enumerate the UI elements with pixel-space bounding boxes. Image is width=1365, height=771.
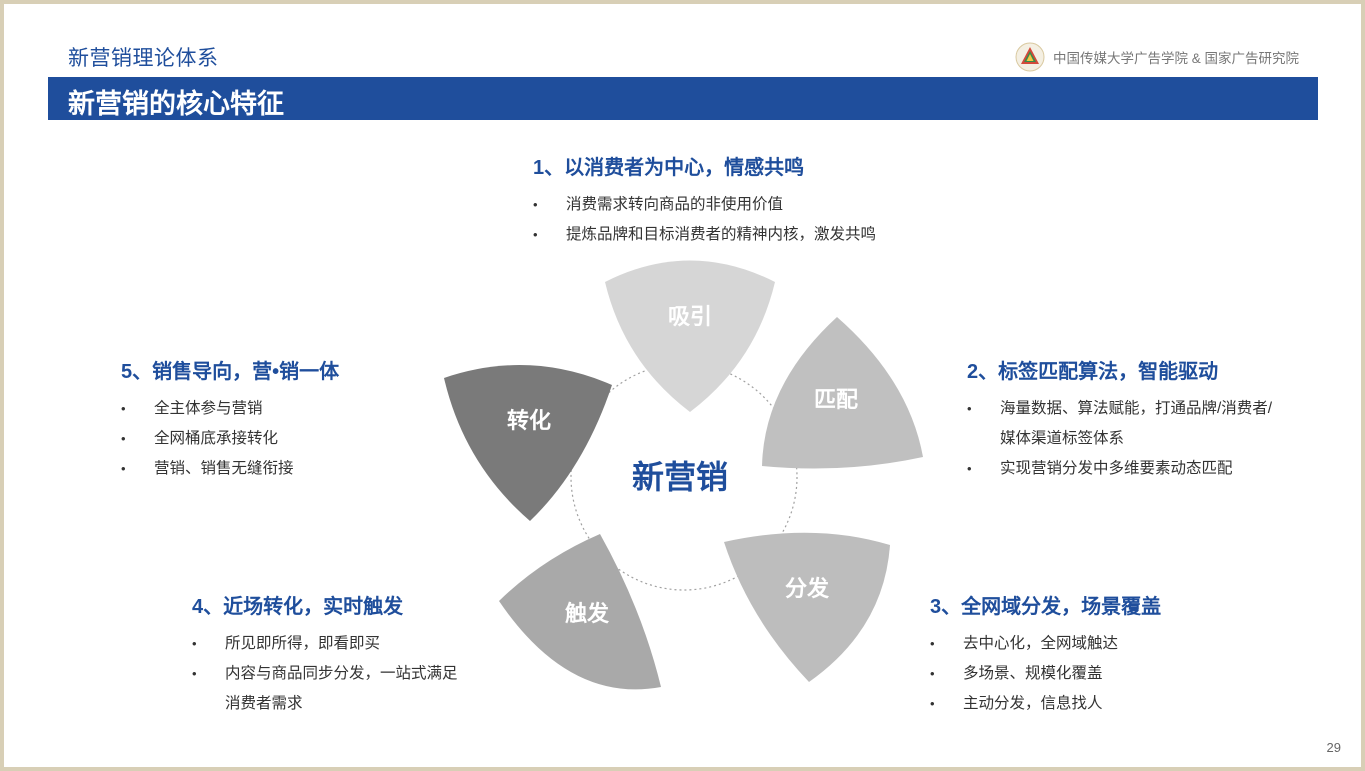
petal-convert bbox=[444, 365, 612, 521]
university-logo-icon bbox=[1015, 42, 1045, 72]
list-item: 营销、销售无缝衔接 bbox=[121, 454, 339, 484]
section-5: 5、销售导向，营•销一体 全主体参与营销 全网桶底承接转化 营销、销售无缝衔接 bbox=[121, 355, 339, 484]
list-item: 消费需求转向商品的非使用价值 bbox=[533, 190, 876, 220]
slide: 新营销理论体系 中国传媒大学广告学院 & 国家广告研究院 新营销的核心特征 吸引… bbox=[4, 4, 1361, 767]
section-2: 2、标签匹配算法，智能驱动 海量数据、算法赋能，打通品牌/消费者/媒体渠道标签体… bbox=[967, 355, 1287, 484]
petal-match bbox=[762, 317, 923, 469]
section-4-heading: 4、近场转化，实时触发 bbox=[192, 596, 404, 618]
section-4-list: 所见即所得，即看即买 内容与商品同步分发，一站式满足消费者需求 bbox=[192, 629, 472, 719]
section-3-list: 去中心化，全网域触达 多场景、规模化覆盖 主动分发，信息找人 bbox=[930, 629, 1161, 719]
section-5-list: 全主体参与营销 全网桶底承接转化 营销、销售无缝衔接 bbox=[121, 394, 339, 484]
list-item: 提炼品牌和目标消费者的精神内核，激发共鸣 bbox=[533, 220, 876, 250]
org-name: 中国传媒大学广告学院 & 国家广告研究院 bbox=[1052, 51, 1299, 66]
list-item: 实现营销分发中多维要素动态匹配 bbox=[967, 454, 1287, 484]
petal-attract bbox=[605, 260, 775, 412]
section-5-heading: 5、销售导向，营•销一体 bbox=[121, 361, 340, 383]
petal-label-trigger: 触发 bbox=[565, 601, 610, 626]
section-3: 3、全网域分发，场景覆盖 去中心化，全网域触达 多场景、规模化覆盖 主动分发，信… bbox=[930, 590, 1161, 719]
section-1-list: 消费需求转向商品的非使用价值 提炼品牌和目标消费者的精神内核，激发共鸣 bbox=[533, 190, 876, 250]
org-header: 中国传媒大学广告学院 & 国家广告研究院 bbox=[1015, 42, 1299, 72]
petal-label-attract: 吸引 bbox=[668, 304, 712, 329]
section-2-heading: 2、标签匹配算法，智能驱动 bbox=[967, 361, 1219, 383]
list-item: 所见即所得，即看即买 bbox=[192, 629, 472, 659]
petal-label-match: 匹配 bbox=[814, 387, 858, 412]
list-item: 多场景、规模化覆盖 bbox=[930, 659, 1161, 689]
petal-label-convert: 转化 bbox=[507, 408, 551, 433]
list-item: 全网桶底承接转化 bbox=[121, 424, 339, 454]
list-item: 内容与商品同步分发，一站式满足消费者需求 bbox=[192, 659, 472, 719]
section-2-list: 海量数据、算法赋能，打通品牌/消费者/媒体渠道标签体系 实现营销分发中多维要素动… bbox=[967, 394, 1287, 484]
header-subtitle: 新营销理论体系 bbox=[68, 47, 219, 70]
petal-distribute bbox=[724, 532, 890, 682]
petal-label-distribute: 分发 bbox=[785, 576, 830, 601]
section-1: 1、以消费者为中心，情感共鸣 消费需求转向商品的非使用价值 提炼品牌和目标消费者… bbox=[533, 151, 876, 250]
list-item: 主动分发，信息找人 bbox=[930, 689, 1161, 719]
petal-diagram: 吸引 匹配 分发 触发 转化 新营销 bbox=[444, 260, 923, 690]
section-4: 4、近场转化，实时触发 所见即所得，即看即买 内容与商品同步分发，一站式满足消费… bbox=[192, 590, 472, 719]
petal-trigger bbox=[499, 534, 661, 690]
title-bar: 新营销的核心特征 bbox=[48, 77, 1318, 120]
list-item: 全主体参与营销 bbox=[121, 394, 339, 424]
page-title: 新营销的核心特征 bbox=[68, 89, 284, 119]
list-item: 去中心化，全网域触达 bbox=[930, 629, 1161, 659]
list-item: 海量数据、算法赋能，打通品牌/消费者/媒体渠道标签体系 bbox=[967, 394, 1287, 454]
section-3-heading: 3、全网域分发，场景覆盖 bbox=[930, 596, 1162, 618]
section-1-heading: 1、以消费者为中心，情感共鸣 bbox=[533, 157, 805, 179]
center-label: 新营销 bbox=[632, 459, 728, 495]
page-number: 29 bbox=[1326, 740, 1341, 755]
